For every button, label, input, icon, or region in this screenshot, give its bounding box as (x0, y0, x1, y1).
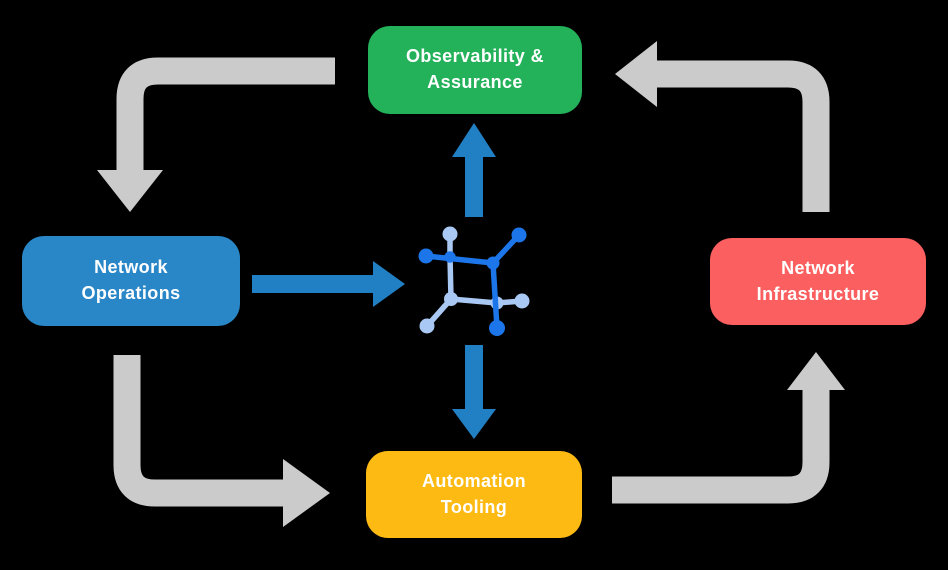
node-label-line: Network (781, 257, 855, 278)
node-network-infrastructure: Network Infrastructure (710, 238, 926, 325)
arrow-infrastructure-to-observability (615, 41, 830, 212)
arrow-center-to-observability (452, 123, 496, 217)
node-label-line: Automation (422, 470, 526, 491)
node-label-line: Assurance (427, 72, 523, 92)
node-network-operations: Network Operations (22, 236, 240, 326)
arrow-operations-to-center (252, 261, 405, 307)
icon-dark-branches (418, 227, 527, 336)
node-label-line: Observability & (405, 46, 545, 67)
arrow-operations-to-automation (113, 355, 330, 527)
arrow-automation-to-infrastructure (612, 352, 845, 504)
node-label-line: Infrastructure (756, 283, 880, 304)
node-automation-tooling: Automation Tooling (366, 451, 582, 538)
arrow-center-to-automation (452, 345, 496, 439)
network-automation-icon (418, 226, 530, 336)
arrow-observability-to-operations (97, 57, 335, 212)
node-observability-assurance: Observability & Assurance (368, 26, 582, 114)
node-label-line: Operations (81, 283, 181, 303)
node-label-line: Tooling (440, 496, 508, 517)
node-label-line: Network (94, 257, 168, 278)
